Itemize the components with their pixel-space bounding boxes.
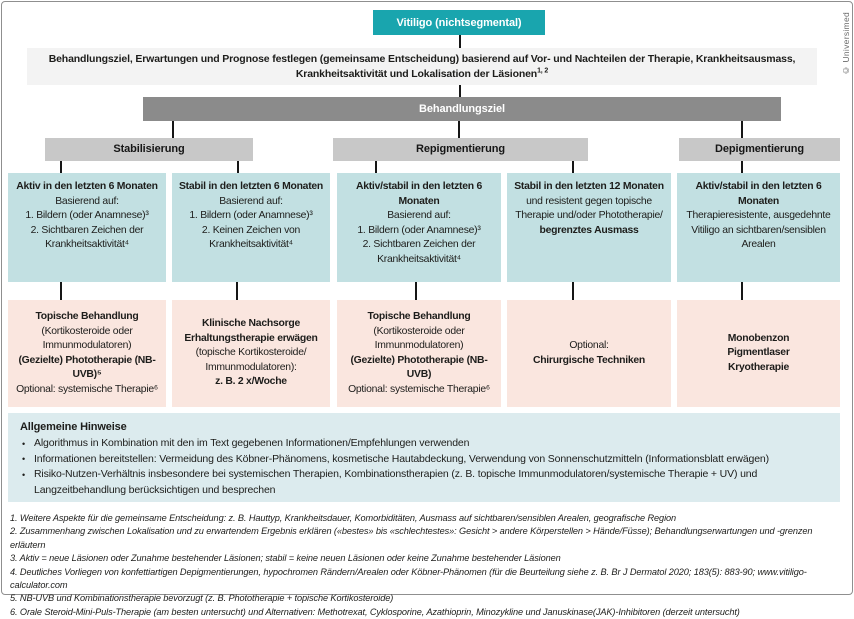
treatment-box-depigmentierung: Monobenzon Pigmentlaser Kryotherapie (677, 300, 840, 407)
connector-line (236, 282, 238, 300)
criteria-head: Stabil in den letzten 12 Monaten (514, 181, 664, 192)
criteria-line: 2. Sichtbaren Zeichen der Krankheitsakti… (30, 224, 144, 251)
page-border (1, 1, 853, 595)
treatment-line: z. B. 2 x/Woche (215, 376, 287, 388)
connector-line (375, 161, 377, 173)
goal-bar: Behandlungsziel (143, 97, 781, 121)
notes-list: Algorithmus in Kombination mit den im Te… (20, 436, 828, 498)
connector-line (572, 161, 574, 173)
branch-bar-repigmentierung: Repigmentierung (333, 138, 588, 161)
decision-line1: Behandlungsziel, Erwartungen und Prognos… (48, 53, 796, 65)
treatment-line: (Gezielte) Phototherapie (NB-UVB)⁵ (18, 354, 156, 381)
general-notes-box: Allgemeine Hinweise Algorithmus in Kombi… (8, 413, 840, 502)
criteria-line: Therapieresistente, ausgedehnte Vitiligo… (686, 210, 831, 250)
branch-bar-stabilisierung: Stabilisierung (45, 138, 253, 161)
branch-label: Depigmentierung (715, 143, 804, 155)
connector-line (459, 85, 461, 97)
copyright-label: © Universimed (841, 12, 851, 76)
treatment-line: (Kortikosteroide oder Immunmodulatoren) (373, 325, 465, 352)
connector-line (741, 121, 743, 138)
criteria-head: Aktiv in den letzten 6 Monaten (16, 181, 158, 192)
branch-label: Stabilisierung (113, 143, 185, 155)
branch-label: Repigmentierung (416, 143, 505, 155)
footnote-4: 4. Deutliches Vorliegen von konfettiarti… (10, 566, 807, 591)
root-node-vitiligo: Vitiligo (nichtsegmental) (373, 10, 545, 35)
criteria-box-aktiv-6-monate: Aktiv in den letzten 6 Monaten Basierend… (8, 173, 166, 282)
criteria-line: 1. Bildern (oder Anamnese)³ (189, 210, 313, 221)
connector-line (741, 282, 743, 300)
criteria-line: begrenztes Ausmass (539, 224, 639, 236)
connector-line (459, 35, 461, 48)
treatment-box-topisch-phototherapie-2: Topische Behandlung (Kortikosteroide ode… (337, 300, 501, 407)
criteria-line: 1. Bildern (oder Anamnese)³ (357, 224, 481, 236)
treatment-box-chirurgisch: Optional: Chirurgische Techniken (507, 300, 671, 407)
treatment-line: Optional: systemische Therapie⁶ (16, 383, 158, 395)
footnote-5: 5. NB-UVB und Kombinationstherapie bevor… (10, 593, 394, 604)
criteria-line: 2. Keinen Zeichen von Krankheitsaktivitä… (201, 224, 301, 251)
vitiligo-treatment-algorithm: © Universimed Vitiligo (nichtsegmental) … (0, 0, 854, 596)
connector-line (458, 121, 460, 138)
notes-bullet: Informationen bereitstellen: Vermeidung … (20, 452, 828, 467)
criteria-line: Basierend auf: (387, 210, 451, 221)
criteria-box-therapieresistent: Aktiv/stabil in den letzten 6 Monaten Th… (677, 173, 840, 282)
criteria-line: 2. Sichtbaren Zeichen der Krankheitsakti… (362, 239, 476, 265)
criteria-box-stabil-12-monate: Stabil in den letzten 12 Monaten und res… (507, 173, 671, 282)
treatment-line: Optional: (569, 340, 609, 351)
treatment-line: Klinische Nachsorge Erhaltungstherapie e… (184, 318, 318, 344)
connector-line (60, 161, 62, 173)
treatment-line: (topische Kortikosteroide/ Immunmodulato… (195, 347, 307, 373)
branch-bar-depigmentierung: Depigmentierung (679, 138, 840, 161)
treatment-line: Pigmentlaser (727, 347, 790, 359)
footnotes-block: 1. Weitere Aspekte für die gemeinsame En… (10, 512, 846, 619)
criteria-line: Basierend auf: (219, 195, 283, 207)
connector-line (415, 282, 417, 300)
criteria-line: 1. Bildern (oder Anamnese)³ (25, 210, 149, 221)
connector-line (741, 161, 743, 173)
connector-line (572, 282, 574, 300)
connector-line (172, 121, 174, 138)
treatment-line: Chirurgische Techniken (532, 354, 646, 366)
footnote-3: 3. Aktiv = neue Läsionen oder Zunahme be… (10, 553, 561, 564)
treatment-line: Topische Behandlung (35, 311, 139, 322)
criteria-head: Stabil in den letzten 6 Monaten (178, 181, 324, 192)
treatment-line: Topische Behandlung (367, 311, 471, 322)
connector-line (237, 161, 239, 173)
treatment-box-nachsorge: Klinische Nachsorge Erhaltungstherapie e… (172, 300, 330, 407)
connector-line (60, 282, 62, 300)
root-node-label: Vitiligo (nichtsegmental) (396, 16, 522, 29)
criteria-head: Aktiv/stabil in den letzten 6 Monaten (355, 181, 483, 207)
treatment-line: Kryotherapie (727, 361, 790, 373)
treatment-line: (Kortikosteroide oder Immunmodulatoren) (41, 325, 133, 352)
treatment-box-topisch-phototherapie: Topische Behandlung (Kortikosteroide ode… (8, 300, 166, 407)
goal-bar-label: Behandlungsziel (419, 103, 505, 115)
criteria-head: Aktiv/stabil in den letzten 6 Monaten (695, 181, 822, 207)
footnote-1: 1. Weitere Aspekte für die gemeinsame En… (10, 513, 677, 523)
footnote-2: 2. Zusammenhang zwischen Lokalisation un… (10, 526, 813, 550)
decision-line2: Krankheitsaktivität und Lokalisation der… (295, 67, 549, 81)
treatment-line: Optional: systemische Therapie⁶ (348, 383, 490, 395)
notes-bullet: Risiko-Nutzen-Verhältnis insbesondere be… (20, 467, 828, 498)
footnote-ref-1-2: 1, 2 (537, 67, 549, 75)
treatment-line: Monobenzon (727, 332, 790, 344)
footnote-6: 6. Orale Steroid-Mini-Puls-Therapie (am … (10, 606, 740, 617)
notes-title: Allgemeine Hinweise (20, 421, 127, 433)
criteria-line: und resistent gegen topische Therapie un… (515, 195, 663, 222)
decision-box: Behandlungsziel, Erwartungen und Prognos… (27, 48, 817, 85)
treatment-line: (Gezielte) Phototherapie (NB-UVB) (350, 354, 488, 381)
criteria-box-aktiv-stabil-6-monate: Aktiv/stabil in den letzten 6 Monaten Ba… (337, 173, 501, 282)
criteria-line: Basierend auf: (55, 195, 119, 207)
criteria-box-stabil-6-monate: Stabil in den letzten 6 Monaten Basieren… (172, 173, 330, 282)
notes-bullet: Algorithmus in Kombination mit den im Te… (20, 436, 828, 451)
